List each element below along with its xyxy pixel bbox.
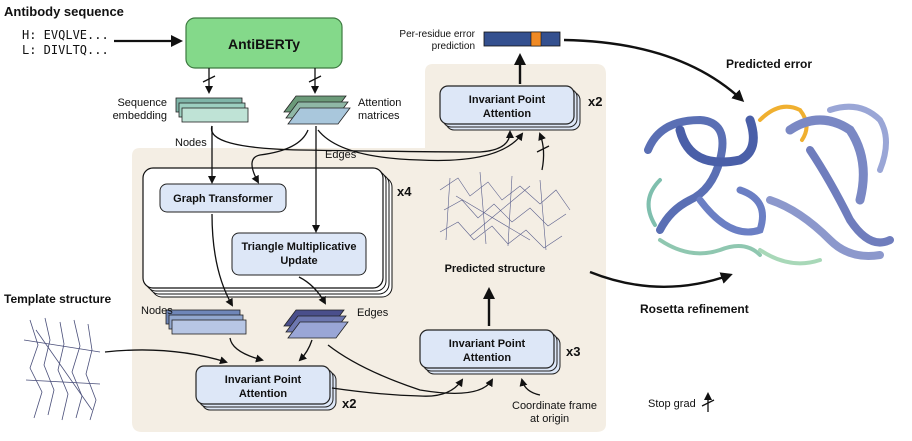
- antiberty-label: AntiBERTy: [228, 36, 300, 52]
- nodes-stack: [165, 309, 247, 335]
- coordinate-frame-label-2: at origin: [530, 413, 569, 425]
- structure-to-ipa-top-arrow: [538, 132, 546, 171]
- ipa-top-label-1: Invariant Point: [469, 94, 546, 106]
- nodes-label-top: Nodes: [175, 137, 207, 149]
- x4-multiplier: x4: [397, 184, 412, 199]
- graph-to-nodes-arrow: [211, 213, 233, 307]
- stop-grad-mark: [202, 75, 216, 83]
- triangle-update-box: [231, 232, 367, 276]
- stop-grad-label: Stop grad: [648, 398, 696, 410]
- edges-to-ipa-bottom-arrow: [298, 339, 313, 362]
- light-chain-sequence: L: DIVLTQ...: [22, 43, 109, 57]
- per-residue-error-bar: [483, 31, 561, 47]
- edges-to-ipa-middle-arrow: [327, 344, 494, 394]
- attention-matrices-label-2: matrices: [358, 110, 400, 122]
- error-to-protein-arrow: [563, 38, 745, 103]
- ipa-bottom-label-2: Attention: [239, 388, 288, 400]
- sequence-embedding-label-1: Sequence: [117, 97, 167, 109]
- edges-to-ipa-top-arrow: [317, 129, 524, 162]
- triangle-update-label-2: Update: [280, 255, 317, 267]
- stop-grad-mark: [308, 75, 322, 83]
- attention-matrices-label-1: Attention: [358, 97, 401, 109]
- template-to-ipa-arrow: [104, 349, 228, 365]
- edges-label-top: Edges: [325, 149, 357, 161]
- heavy-chain-sequence: H: EVQLVE...: [22, 28, 109, 42]
- predicted-protein-ribbon: [644, 103, 894, 266]
- nodes-label-bottom: Nodes: [141, 305, 173, 317]
- ipa-middle-box: [419, 329, 561, 375]
- per-residue-label-1: Per-residue error: [399, 29, 475, 40]
- ipa-top-label-2: Attention: [483, 108, 532, 120]
- edges-stack: [283, 309, 349, 339]
- ipa-middle-multiplier: x3: [566, 344, 580, 359]
- error-bar-highlight: [530, 31, 542, 47]
- ipa-middle-label-2: Attention: [463, 352, 512, 364]
- template-structure-graphic: [23, 317, 101, 421]
- antibody-sequence-title: Antibody sequence: [4, 4, 124, 19]
- predicted-structure-graphic: [439, 171, 571, 251]
- predicted-error-label: Predicted error: [726, 57, 812, 71]
- antiberty-box: [185, 17, 343, 69]
- ipa-bottom-to-middle-arrow: [331, 378, 464, 397]
- coordinate-frame-label-1: Coordinate frame: [512, 400, 597, 412]
- ipa-top-multiplier: x2: [588, 94, 602, 109]
- ipa-bottom-box: [195, 365, 337, 411]
- attention-to-graph-arrow: [251, 129, 309, 184]
- triangle-to-edges-arrow: [298, 276, 326, 305]
- rosetta-refinement-arrow: [589, 270, 733, 288]
- predicted-structure-label: Predicted structure: [445, 263, 546, 275]
- rosetta-refinement-label: Rosetta refinement: [640, 302, 749, 316]
- template-structure-title: Template structure: [4, 292, 111, 306]
- nodes-to-ipa-top-arrow: [210, 125, 514, 153]
- ipa-bottom-label-1: Invariant Point: [225, 374, 302, 386]
- edges-label-bottom: Edges: [357, 307, 389, 319]
- ipa-middle-label-1: Invariant Point: [449, 338, 526, 350]
- per-residue-label-2: prediction: [432, 41, 475, 52]
- attention-matrices-stack: [283, 95, 351, 125]
- triangle-update-label-1: Triangle Multiplicative: [242, 241, 357, 253]
- coordinate-frame-arrow: [519, 378, 541, 396]
- sequence-embedding-stack: [175, 97, 249, 123]
- sequence-embedding-label-2: embedding: [113, 110, 167, 122]
- ipa-top-box: [439, 85, 581, 131]
- stop-grad-legend-mark: [701, 399, 715, 407]
- nodes-to-ipa-bottom-arrow: [229, 337, 264, 363]
- graph-transformer-label: Graph Transformer: [173, 193, 273, 205]
- ipa-bottom-multiplier: x2: [342, 396, 356, 411]
- graph-transformer-box: [159, 183, 287, 213]
- stop-grad-mark: [536, 145, 550, 153]
